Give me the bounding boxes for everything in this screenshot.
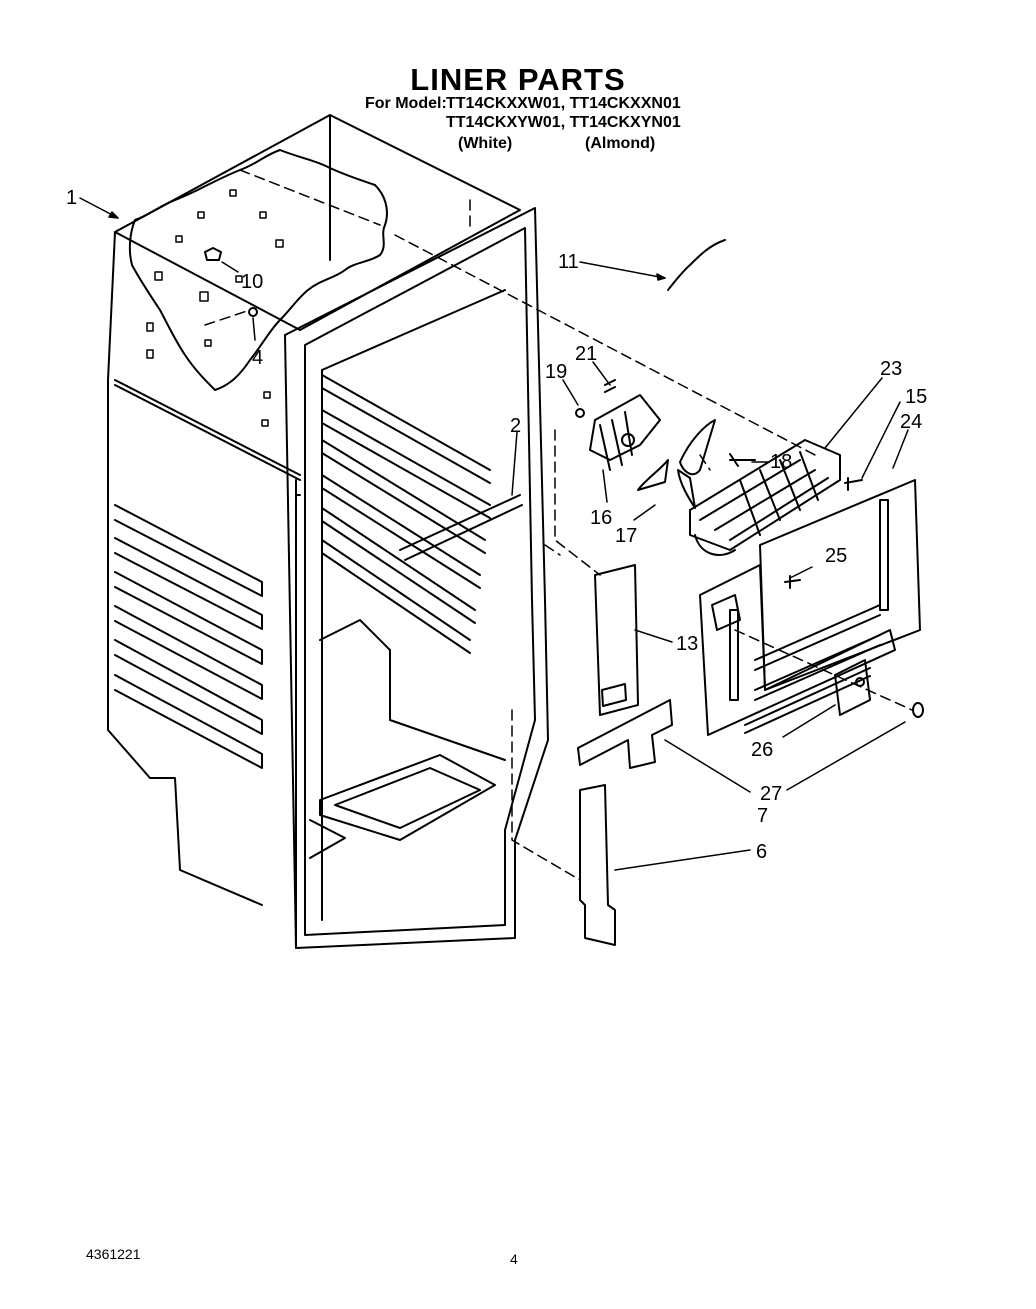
fan-motor-assembly bbox=[575, 379, 863, 509]
callout-11: 11 bbox=[558, 251, 579, 273]
part-25-screw bbox=[784, 575, 801, 589]
callout-10: 10 bbox=[241, 271, 263, 293]
callout-18: 18 bbox=[770, 451, 792, 473]
callout-2: 2 bbox=[510, 415, 521, 437]
model-numbers-line-2: TT14CKXYW01, TT14CKXYN01 bbox=[446, 114, 681, 131]
callout-25: 25 bbox=[825, 545, 847, 567]
callout-27: 27 bbox=[760, 783, 782, 805]
part-23-bracket bbox=[689, 439, 841, 556]
page-title: LINER PARTS bbox=[410, 62, 626, 97]
part-2-rod bbox=[399, 494, 523, 561]
document-number: 4361221 bbox=[86, 1246, 141, 1262]
callout-13: 13 bbox=[676, 633, 698, 655]
liner-cabinet bbox=[107, 114, 549, 949]
callout-7: 7 bbox=[757, 805, 768, 827]
leader-lines bbox=[79, 197, 909, 871]
color-almond-label: (Almond) bbox=[585, 135, 656, 152]
callout-4: 4 bbox=[252, 347, 263, 369]
callout-21: 21 bbox=[575, 343, 597, 365]
page-number: 4 bbox=[510, 1251, 518, 1267]
part-27-plug bbox=[912, 702, 924, 718]
part-13-duct bbox=[594, 564, 639, 716]
model-numbers-line-1: TT14CKXXW01, TT14CKXXN01 bbox=[446, 95, 681, 112]
part-24-panel bbox=[759, 479, 921, 691]
callout-17: 17 bbox=[615, 525, 637, 547]
callout-6: 6 bbox=[756, 841, 767, 863]
model-label: For Model: bbox=[365, 95, 447, 112]
part-11-wire bbox=[667, 239, 726, 291]
callout-16: 16 bbox=[590, 507, 612, 529]
part-7-bracket bbox=[577, 699, 673, 769]
callout-15: 15 bbox=[905, 386, 927, 408]
callout-23: 23 bbox=[880, 358, 902, 380]
callout-19: 19 bbox=[545, 361, 567, 383]
color-white-label: (White) bbox=[458, 135, 513, 152]
callout-24: 24 bbox=[900, 411, 922, 433]
part-26-plate bbox=[834, 659, 871, 716]
callout-labels: 1 10 4 2 11 21 19 23 15 24 18 16 17 25 1… bbox=[66, 187, 927, 863]
callout-1: 1 bbox=[66, 187, 77, 209]
part-6-strip bbox=[579, 784, 616, 946]
callout-26: 26 bbox=[751, 739, 773, 761]
evaporator-panel bbox=[699, 564, 896, 736]
